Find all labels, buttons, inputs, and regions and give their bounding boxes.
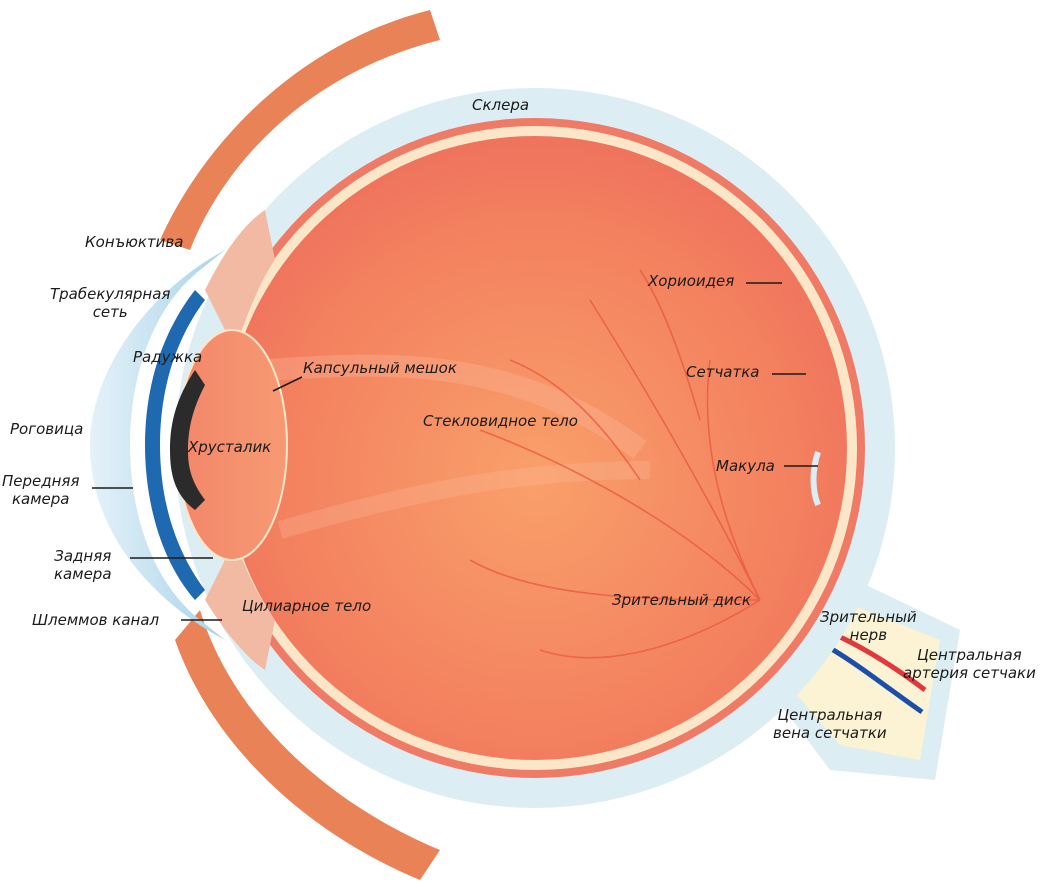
pupil-shape (170, 370, 205, 510)
leader-lines (92, 282, 818, 621)
label-vitreous-body: Стекловидное тело (423, 412, 578, 430)
ciliary-body-upper (205, 210, 275, 350)
label-posterior-chamber: Задняя камера (54, 547, 112, 583)
label-ciliary-body: Цилиарное тело (242, 597, 372, 615)
label-sclera: Склера (472, 96, 530, 114)
label-central-artery: Центральная артерия сетчаки (903, 646, 1036, 682)
label-optic-nerve: Зрительный нерв (820, 608, 917, 644)
upper-muscle (160, 10, 440, 250)
label-iris: Радужка (133, 348, 203, 366)
label-choroid: Хориоидея (648, 272, 735, 290)
label-conjunctiva: Конъюктива (85, 233, 184, 251)
vitreous-streak-lower (277, 461, 651, 539)
label-macula: Макула (716, 457, 775, 475)
label-trabecular-meshwork: Трабекулярная сеть (50, 285, 171, 321)
label-anterior-chamber: Передняя камера (2, 472, 80, 508)
label-capsular-bag: Капсульный мешок (303, 359, 457, 377)
cornea-shape (90, 250, 225, 640)
label-central-vein: Центральная вена сетчатки (773, 706, 887, 742)
macula-dent (810, 451, 821, 507)
label-retina: Сетчатка (686, 363, 760, 381)
label-cornea: Роговица (10, 420, 84, 438)
label-lens: Хрусталик (188, 438, 272, 456)
iris-shape (145, 290, 205, 600)
label-optic-disc: Зрительный диск (612, 591, 751, 609)
vitreous-body (223, 136, 847, 760)
retinal-vessels (469, 269, 761, 659)
lower-muscle (175, 610, 440, 880)
label-schlemm-canal: Шлеммов канал (32, 611, 160, 629)
ciliary-body-lower (205, 540, 275, 670)
